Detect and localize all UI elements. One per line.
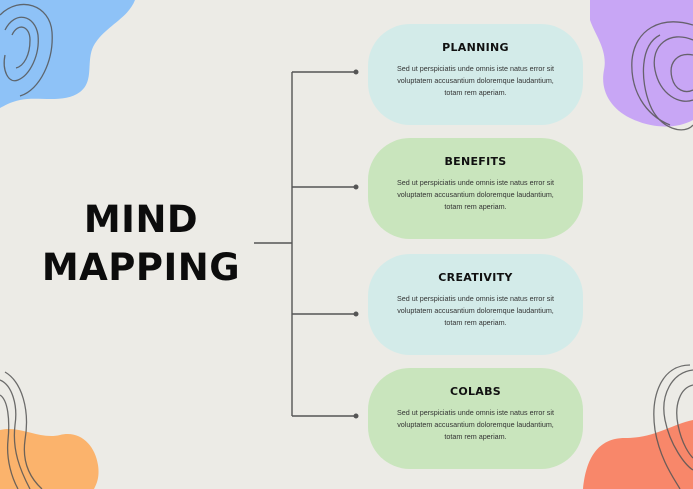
node-text: Sed ut perspiciatis unde omnis iste natu… — [368, 293, 583, 329]
node-text: Sed ut perspiciatis unde omnis iste natu… — [368, 407, 583, 443]
node-title: COLABS — [368, 385, 583, 398]
node-benefits: BENEFITS Sed ut perspiciatis unde omnis … — [368, 138, 583, 239]
connector-dot-colabs — [354, 414, 358, 418]
connector-dot-benefits — [354, 185, 358, 189]
node-title: BENEFITS — [368, 155, 583, 168]
connector-dot-creativity — [354, 312, 358, 316]
node-title: PLANNING — [368, 41, 583, 54]
node-planning: PLANNING Sed ut perspiciatis unde omnis … — [368, 24, 583, 125]
node-title: CREATIVITY — [368, 271, 583, 284]
node-text: Sed ut perspiciatis unde omnis iste natu… — [368, 63, 583, 99]
connector-dot-planning — [354, 70, 358, 74]
node-creativity: CREATIVITY Sed ut perspiciatis unde omni… — [368, 254, 583, 355]
node-text: Sed ut perspiciatis unde omnis iste natu… — [368, 177, 583, 213]
node-colabs: COLABS Sed ut perspiciatis unde omnis is… — [368, 368, 583, 469]
